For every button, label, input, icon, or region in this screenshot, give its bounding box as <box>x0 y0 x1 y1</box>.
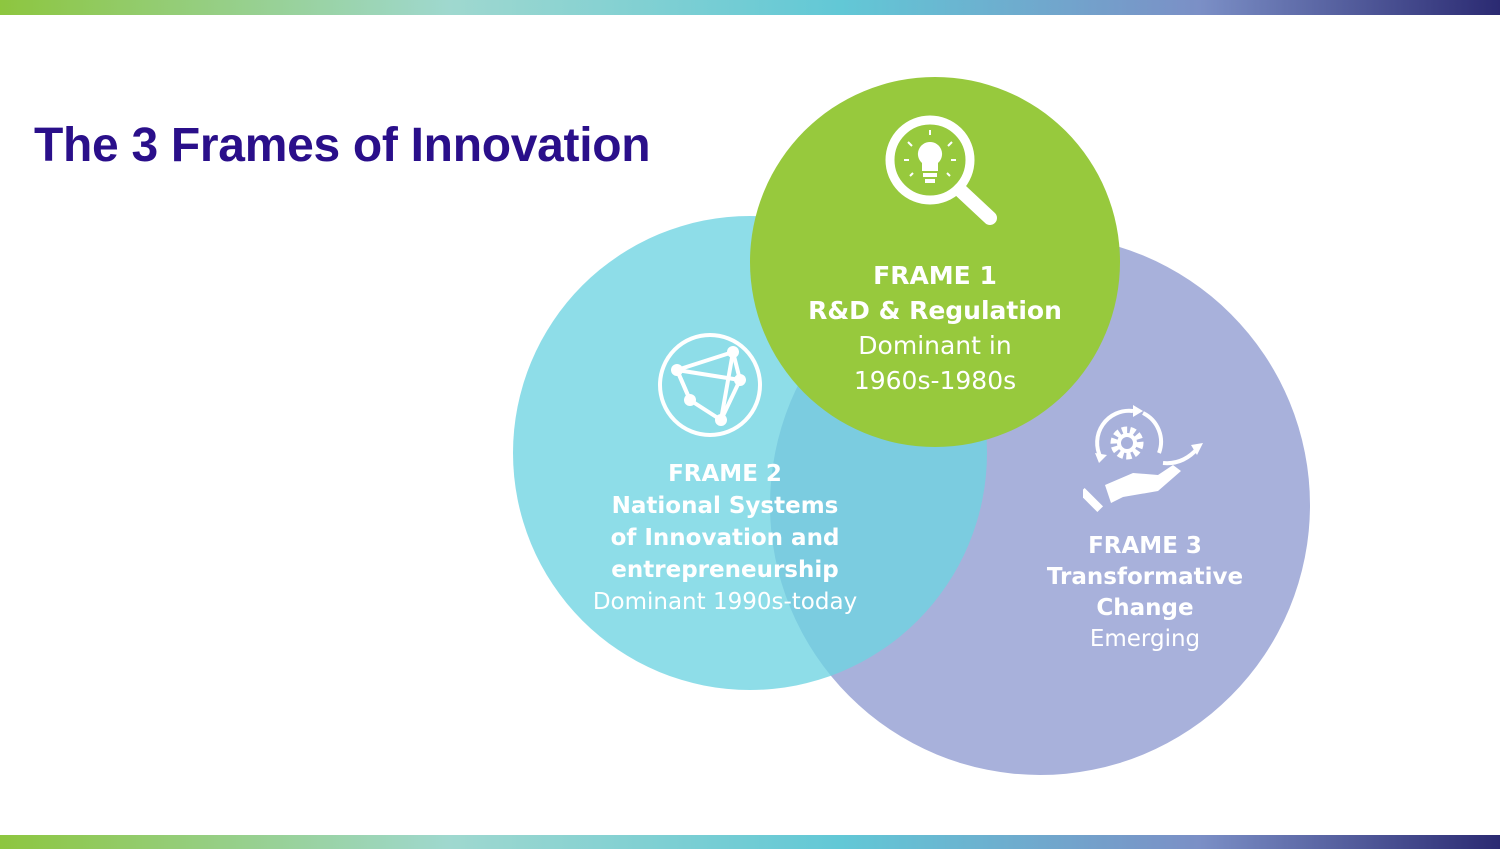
globe-network-icon <box>658 333 762 437</box>
page-title: The 3 Frames of Innovation <box>34 119 651 172</box>
frame-3-name-line: Transformative <box>1046 564 1244 590</box>
frame-1-text: FRAME 1 R&D & Regulation Dominant in 196… <box>780 258 1090 398</box>
frame-1-name: R&D & Regulation <box>808 296 1062 325</box>
top-gradient-bar <box>0 0 1500 15</box>
frame-2-name-line: entrepreneurship <box>611 557 839 583</box>
frame-2-text: FRAME 2 National Systems of Innovation a… <box>560 458 890 618</box>
bottom-gradient-bar <box>0 835 1500 849</box>
frame-2-heading: FRAME 2 <box>668 461 782 487</box>
frame-3-status: Emerging <box>1089 626 1201 652</box>
lightbulb-magnifier-icon <box>885 115 997 225</box>
frame-1-circle <box>750 77 1120 447</box>
frame-2-name-line: of Innovation and <box>610 525 840 551</box>
frame-3-heading: FRAME 3 <box>1088 533 1202 559</box>
frame-3-text: FRAME 3 Transformative Change Emerging <box>1020 531 1270 655</box>
frame-1-heading: FRAME 1 <box>873 261 997 290</box>
frame-3-name-line: Change <box>1096 595 1194 621</box>
frame-2-name-line: National Systems <box>611 493 839 519</box>
frame-1-status-line: Dominant in <box>858 331 1012 360</box>
hand-gear-cycle-icon <box>1083 405 1203 513</box>
frame-2-status: Dominant 1990s-today <box>592 589 858 615</box>
frame-1-status-line: 1960s-1980s <box>853 366 1017 395</box>
